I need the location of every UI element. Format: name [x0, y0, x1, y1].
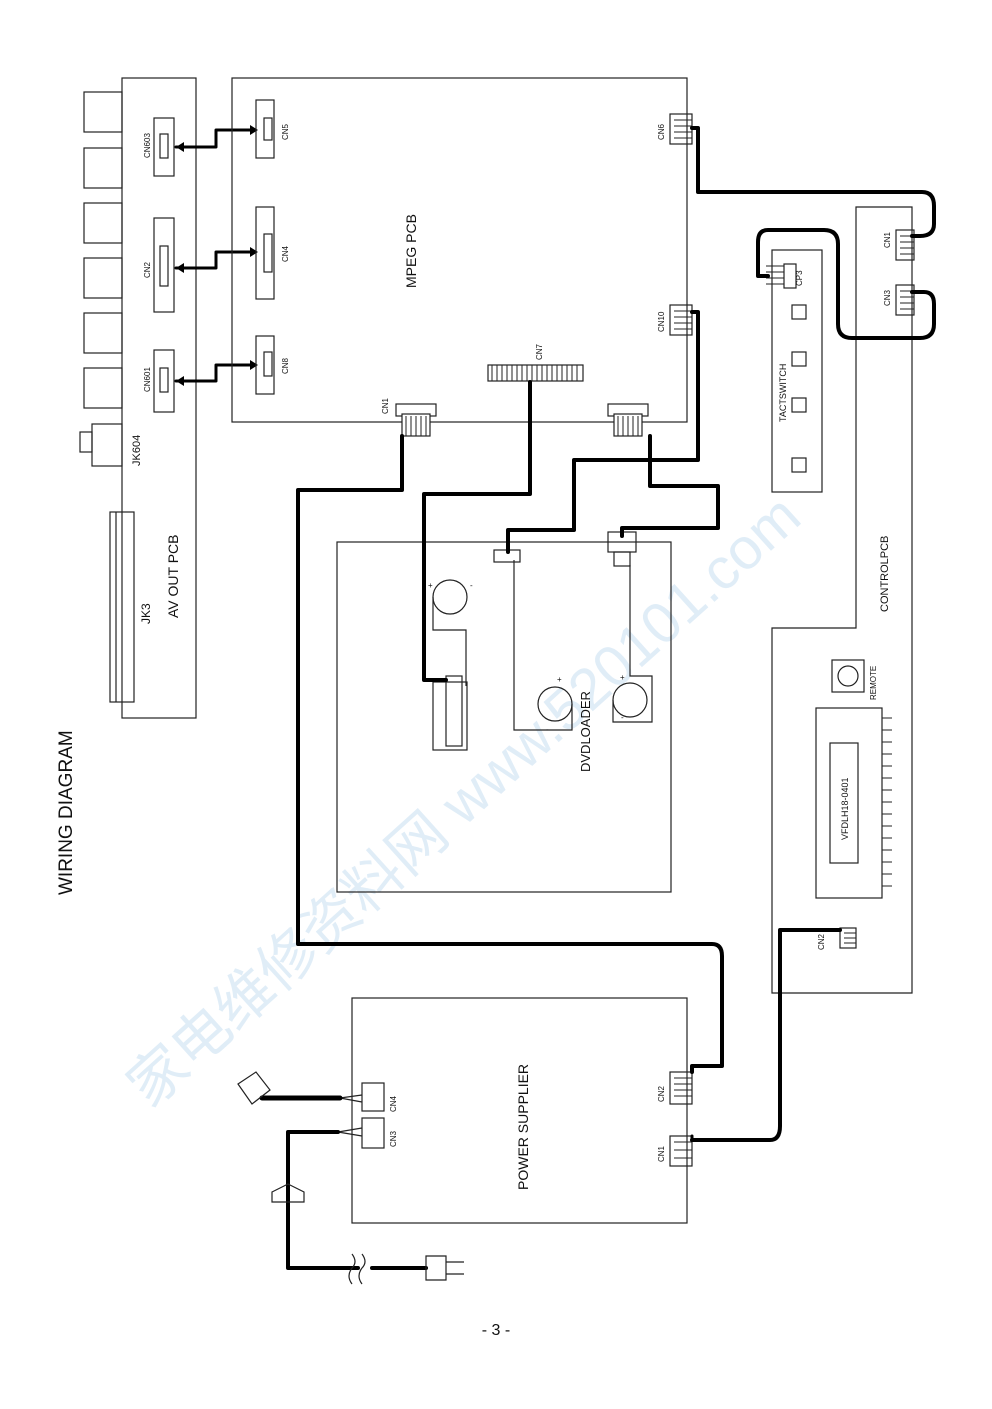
av-out-pcb-label: AV OUT PCB	[165, 534, 181, 618]
cn7-label: CN7	[535, 343, 544, 360]
vfd-label: VFDLH18-0401	[840, 777, 850, 840]
loader-minus-2: -	[546, 725, 549, 734]
cn1-ctrl-label: CN1	[883, 231, 892, 248]
power-supplier	[351, 997, 693, 1224]
cn7-ribbon-pins	[405, 119, 692, 436]
cn10-label: CN10	[657, 311, 666, 332]
cn5-label: CN5	[281, 123, 290, 140]
loader-plus-2: +	[557, 675, 562, 684]
loader-minus-1: -	[470, 581, 473, 590]
jk604-label: JK604	[131, 435, 143, 466]
tact-switch-label: TACTSWITCH	[778, 364, 788, 422]
cn2-pwr-label: CN2	[657, 1085, 666, 1102]
mpeg-pcb	[231, 77, 693, 437]
page-number: - 3 -	[481, 1322, 511, 1339]
vfd-pins	[766, 235, 914, 944]
cn2-ctrl-label: CN2	[817, 933, 826, 950]
jk3-label: JK3	[139, 603, 153, 624]
cn8-label: CN8	[281, 357, 290, 374]
power-supplier-label: POWER SUPPLIER	[515, 1064, 531, 1190]
mpeg-pcb-label: MPEG PCB	[403, 214, 419, 288]
loader-plus-3: +	[620, 673, 625, 682]
cn4-mpeg-label: CN4	[281, 245, 290, 262]
cn1-pwr-label: CN1	[657, 1145, 666, 1162]
cn1-mpeg-label: CN1	[381, 397, 390, 414]
power-pins	[674, 1077, 692, 1159]
remote-label: REMOTE	[869, 666, 878, 700]
harness-wires	[296, 126, 936, 1142]
cp3-label: CP3	[795, 270, 804, 286]
control-pcb	[771, 206, 915, 994]
av-mpeg-links	[174, 125, 258, 386]
cn4-pwr-label: CN4	[389, 1095, 398, 1112]
loader-minus-3: -	[621, 713, 624, 722]
page-title: WIRING DIAGRAM	[56, 730, 77, 895]
cn603-label: CN603	[143, 133, 152, 158]
dvd-loader-label: DVDLOADER	[578, 691, 593, 772]
loader-plus-1: +	[428, 581, 433, 590]
control-pcb-label: CONTROLPCB	[879, 536, 891, 612]
watermark: 家电维修资料网 www.520101.com	[115, 483, 812, 1120]
av-out-pcb	[79, 77, 197, 719]
cn3-ctrl-label: CN3	[883, 289, 892, 306]
cn601-label: CN601	[143, 367, 152, 392]
cn6-label: CN6	[657, 123, 666, 140]
cn3-pwr-label: CN3	[389, 1130, 398, 1147]
cn2-av-label: CN2	[143, 261, 152, 278]
dvd-loader	[336, 531, 672, 893]
ac-input	[237, 1071, 464, 1285]
